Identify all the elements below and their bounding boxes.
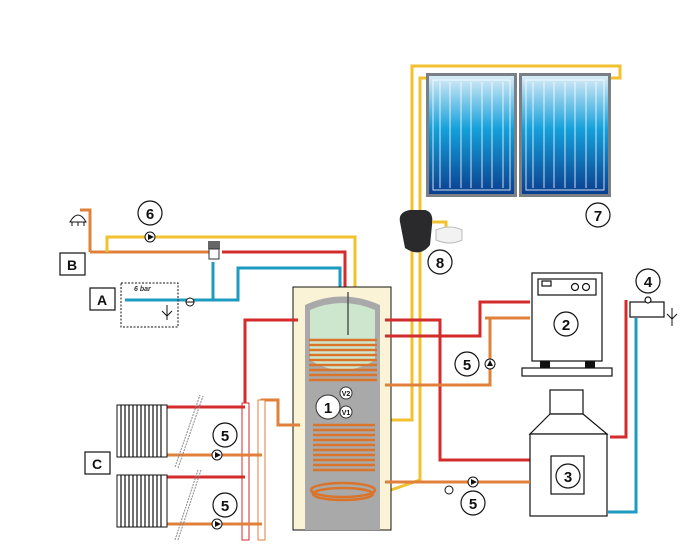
box-c: C bbox=[84, 451, 111, 475]
collector-panel-left bbox=[426, 73, 517, 197]
v2-label: V2 bbox=[339, 386, 353, 400]
radiator-upper bbox=[116, 404, 168, 458]
mixing-valve bbox=[208, 241, 220, 260]
box-b: B bbox=[59, 252, 86, 276]
marker-8: 8 bbox=[427, 249, 453, 275]
storage-tank: 1 V2 V1 bbox=[292, 286, 392, 531]
svg-text:B: B bbox=[67, 257, 77, 273]
marker-5-rad-upper: 5 bbox=[212, 422, 238, 448]
svg-text:C: C bbox=[92, 456, 102, 472]
svg-text:6 bar: 6 bar bbox=[134, 286, 152, 293]
safety-group: 6 bar bbox=[120, 282, 179, 328]
marker-5-solid: 5 bbox=[460, 490, 486, 516]
svg-text:5: 5 bbox=[221, 498, 229, 515]
lower-coil bbox=[313, 423, 375, 472]
marker-3: 3 bbox=[555, 463, 581, 489]
solar-station: 8 bbox=[399, 210, 463, 275]
svg-text:6: 6 bbox=[146, 206, 154, 223]
svg-text:5: 5 bbox=[469, 496, 477, 513]
marker-6: 6 bbox=[137, 200, 163, 226]
marker-7: 7 bbox=[585, 202, 611, 228]
svg-text:7: 7 bbox=[594, 208, 602, 225]
pump-radiator-lower bbox=[211, 518, 223, 530]
marker-5-boiler: 5 bbox=[454, 351, 480, 377]
svg-text:3: 3 bbox=[564, 469, 572, 486]
svg-text:1: 1 bbox=[324, 400, 332, 417]
shower-head-icon bbox=[69, 214, 87, 223]
radiator-lower bbox=[116, 474, 168, 528]
gas-boiler: 2 bbox=[521, 272, 613, 377]
box-a: A bbox=[89, 287, 116, 311]
upper-coil bbox=[309, 338, 377, 382]
svg-text:4: 4 bbox=[644, 274, 653, 291]
v1-label: V1 bbox=[339, 405, 353, 419]
collector-panel-right bbox=[519, 73, 611, 197]
marker-2: 2 bbox=[553, 311, 579, 337]
expansion-tank: 4 bbox=[608, 268, 678, 514]
svg-text:A: A bbox=[97, 292, 107, 308]
svg-text:V1: V1 bbox=[342, 410, 351, 417]
solid-fuel-boiler: 3 bbox=[528, 389, 609, 517]
solar-collectors: 7 bbox=[410, 64, 622, 228]
svg-text:2: 2 bbox=[562, 317, 570, 334]
dhw-pipes: 6 bbox=[69, 200, 357, 307]
svg-text:5: 5 bbox=[221, 428, 229, 445]
marker-1: 1 bbox=[315, 394, 341, 420]
pump-boiler-3 bbox=[467, 476, 479, 488]
marker-5-rad-lower: 5 bbox=[212, 492, 238, 518]
pump-boiler-2 bbox=[484, 358, 496, 370]
svg-text:5: 5 bbox=[463, 357, 471, 374]
radiator-circuits: 5 5 bbox=[116, 318, 300, 541]
pump-radiator-upper bbox=[211, 449, 223, 461]
svg-text:V2: V2 bbox=[342, 391, 351, 398]
marker-4: 4 bbox=[635, 268, 661, 294]
svg-text:8: 8 bbox=[436, 255, 444, 272]
recirc-pump bbox=[144, 231, 156, 243]
